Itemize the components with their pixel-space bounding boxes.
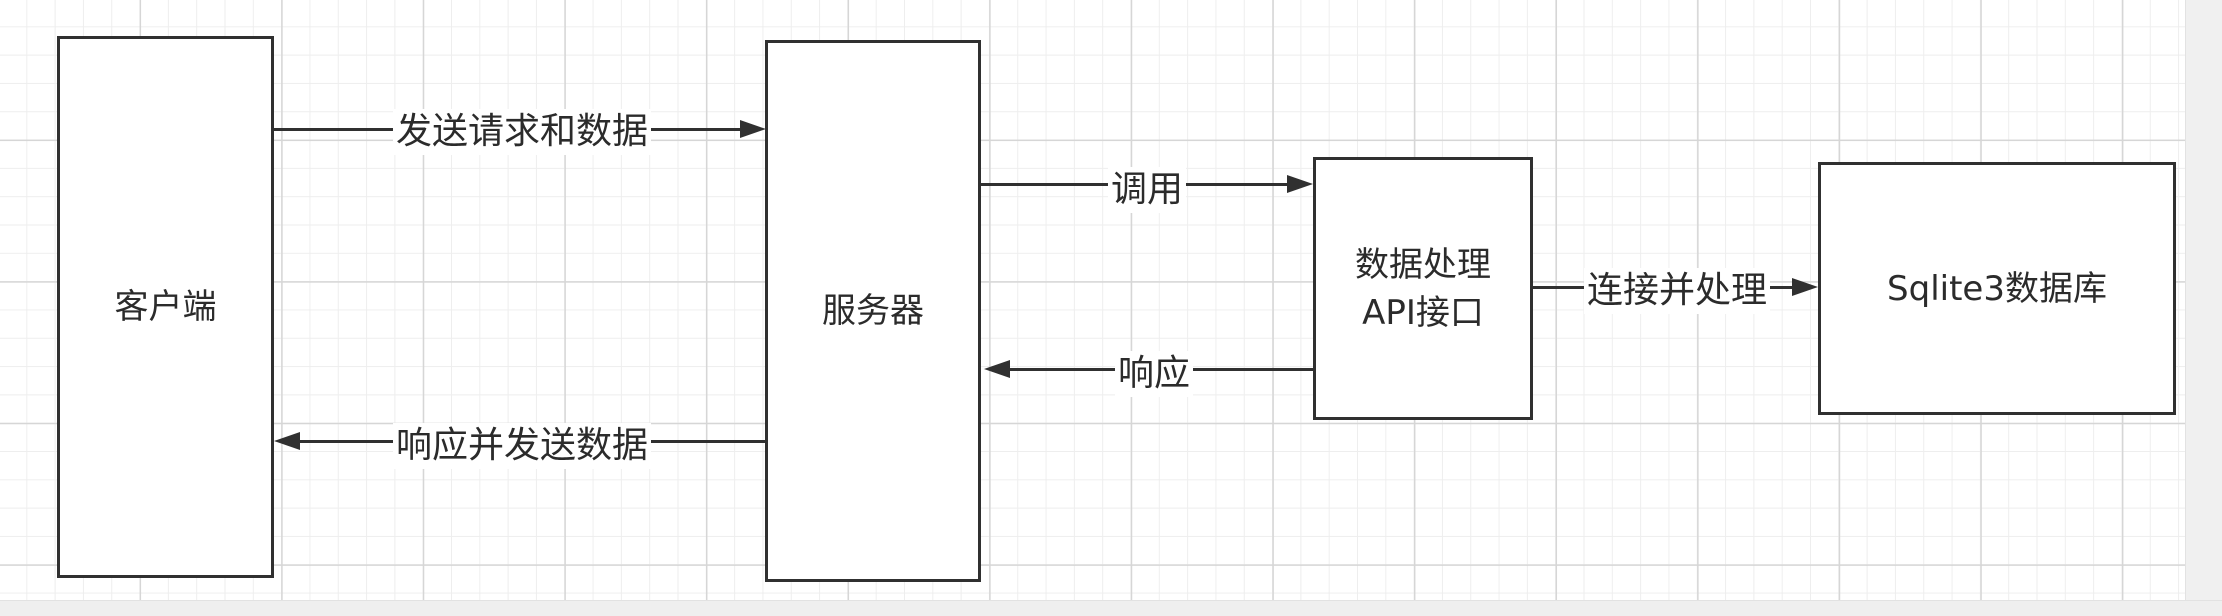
api-label: 数据处理 API接口 xyxy=(1355,244,1491,333)
client-label: 客户端 xyxy=(114,287,217,327)
edge-call-label: 调用 xyxy=(1107,167,1187,213)
arrow-right-icon xyxy=(1287,175,1313,193)
arrow-left-icon xyxy=(274,432,300,450)
edge-send-request-label: 发送请求和数据 xyxy=(392,109,652,155)
db-node[interactable]: Sqlite3数据库 xyxy=(1818,162,2176,415)
vertical-scrollbar[interactable] xyxy=(2185,0,2222,600)
edge-connect-process-label: 连接并处理 xyxy=(1583,268,1771,314)
api-node[interactable]: 数据处理 API接口 xyxy=(1313,157,1533,420)
client-node[interactable]: 客户端 xyxy=(57,36,274,578)
diagram-canvas: 客户端 服务器 数据处理 API接口 Sqlite3数据库 发送请求和数据 响应… xyxy=(0,0,2185,600)
edge-respond-send-label: 响应并发送数据 xyxy=(392,423,652,469)
db-label: Sqlite3数据库 xyxy=(1887,268,2107,309)
edge-response-label: 响应 xyxy=(1114,351,1194,397)
server-label: 服务器 xyxy=(822,291,924,331)
server-node[interactable]: 服务器 xyxy=(765,40,981,582)
arrow-right-icon xyxy=(1792,278,1818,296)
horizontal-scrollbar[interactable] xyxy=(0,600,2222,616)
arrow-right-icon xyxy=(740,120,766,138)
arrow-left-icon xyxy=(984,360,1010,378)
